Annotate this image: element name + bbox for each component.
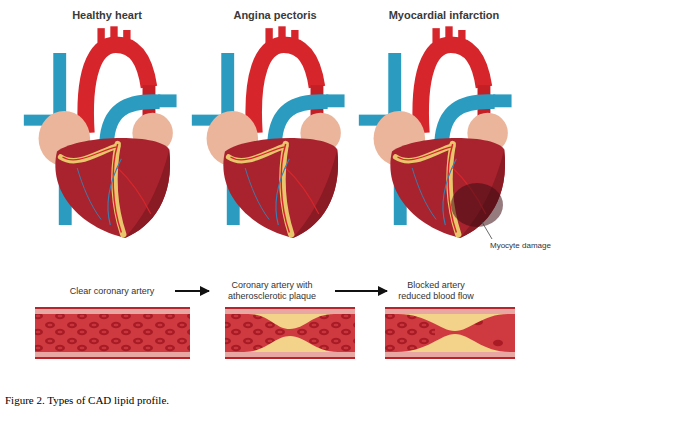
artery-label: Clear coronary artery — [52, 286, 172, 297]
heart-drawing — [192, 26, 345, 238]
leader-line — [482, 222, 492, 239]
artery-caption: Coronary artery with atherosclerotic pla… — [212, 280, 332, 302]
heart-drawing — [24, 26, 177, 238]
artery-strip — [35, 307, 190, 359]
figure-caption: Figure 2. Types of CAD lipid profile. — [5, 394, 169, 406]
callout-label: Myocyte damage — [490, 241, 551, 250]
artery-label: Blocked artery reduced blood flow — [390, 280, 482, 302]
progression-arrow — [335, 290, 387, 292]
heart-panel: Healthy heart — [18, 6, 196, 238]
artery-caption: Clear coronary artery — [52, 286, 172, 297]
panel-heading: Angina pectoris — [186, 6, 364, 22]
panel-heading: Myocardial infarction — [355, 6, 533, 22]
heart-drawing — [359, 26, 512, 238]
panel-heading: Healthy heart — [18, 6, 196, 22]
artery-caption: Blocked artery reduced blood flow — [390, 280, 482, 302]
infarct-area — [451, 183, 503, 227]
heart-panel: Angina pectoris — [186, 6, 364, 238]
artery-strip — [385, 307, 515, 359]
heart-panel: Myocardial infarction — [355, 6, 533, 238]
artery-label: Coronary artery with atherosclerotic pla… — [212, 280, 332, 302]
artery-strip — [225, 307, 355, 359]
progression-arrow — [175, 290, 209, 292]
